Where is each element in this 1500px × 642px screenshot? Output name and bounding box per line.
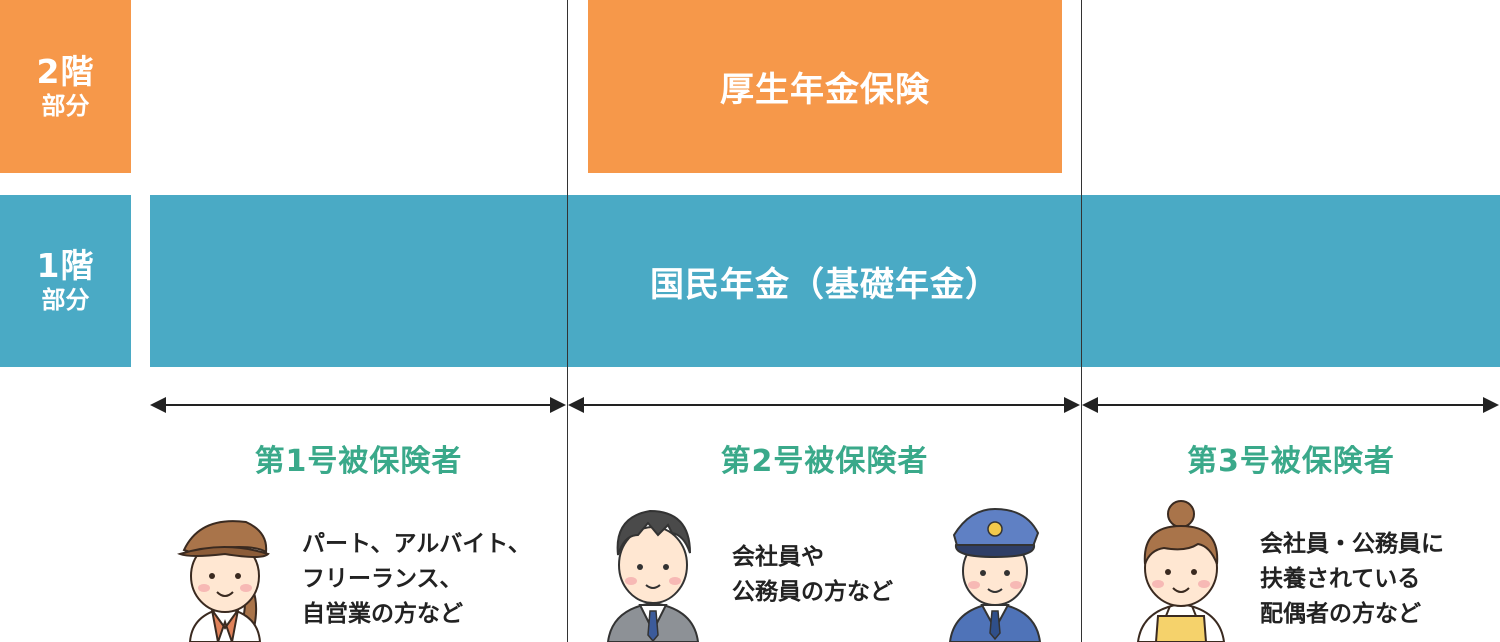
category-3-line-3: 配偶者の方など [1260,601,1421,627]
arrow-category-3 [1082,397,1499,413]
arrow-category-2 [568,397,1080,413]
national-pension-band: 国民年金（基礎年金） [150,195,1500,367]
category-1-line-2: フリーランス、 [302,566,463,592]
employees-pension-label: 厚生年金保険 [720,70,930,110]
category-1-line-1: パート、アルバイト、 [302,531,531,557]
category-2-title: 第2号被保険者 [720,444,929,479]
category-3-title: 第3号被保険者 [1187,444,1395,479]
arrow-category-1 [150,397,566,413]
office-worker-illustration [606,509,700,642]
dependent-spouse-illustration [1136,500,1226,642]
category-3-line-2: 扶養されている [1260,566,1421,592]
tier-2-part: 部分 [41,91,90,120]
category-2-line-2: 公務員の方など [732,579,893,605]
part-time-worker-illustration [177,520,270,642]
tier-1-floor: 1階 [36,246,95,285]
tier-2-floor: 2階 [36,51,95,91]
divider-2-3 [1081,0,1082,642]
category-2-description: 会社員や 公務員の方など [732,540,893,610]
category-3-line-1: 会社員・公務員に [1260,531,1444,557]
tier-1-part: 部分 [41,286,90,314]
national-pension-label: 国民年金（基礎年金） [650,264,1000,305]
tier-2-label: 2階 部分 [0,0,131,173]
category-1-line-3: 自営業の方など [302,601,463,627]
employees-pension-band: 厚生年金保険 [588,0,1062,173]
tier-1-label: 1階 部分 [0,195,131,367]
range-arrows [150,397,1499,413]
category-2-line-1: 会社員や [732,544,824,570]
category-1-description: パート、アルバイト、 フリーランス、 自営業の方など [302,527,531,632]
divider-1-2 [567,0,568,642]
category-3-description: 会社員・公務員に 扶養されている 配偶者の方など [1260,527,1444,632]
public-officer-illustration [948,507,1042,642]
category-1-title: 第1号被保険者 [254,444,463,479]
